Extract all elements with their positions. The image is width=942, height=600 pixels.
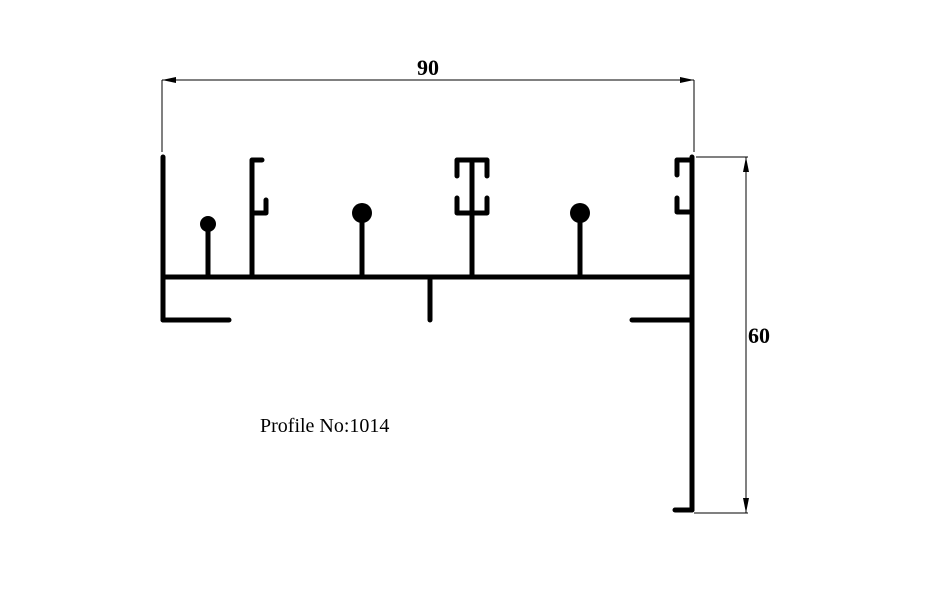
bead-heads <box>200 203 590 232</box>
height-arrow-top <box>743 157 749 172</box>
profile-label: Profile No:1014 <box>260 415 389 437</box>
hook-right-bottom <box>674 195 695 215</box>
hook-right-top <box>674 157 695 178</box>
width-arrow-right <box>680 77 694 83</box>
profile-shape <box>160 154 695 513</box>
bead-head-2 <box>352 203 372 223</box>
hook-center-top-left <box>454 157 475 179</box>
width-dimension: 90 <box>161 55 695 152</box>
width-arrow-left <box>162 77 176 83</box>
bead-head-3 <box>570 203 590 223</box>
hook-center-bottom-right <box>469 195 490 216</box>
height-arrow-bottom <box>743 498 749 513</box>
hook-center-bottom-left <box>454 195 475 216</box>
height-dimension: 60 <box>694 156 770 514</box>
hook-left <box>249 157 269 216</box>
bead-head-1 <box>200 216 216 232</box>
width-dimension-value: 90 <box>417 55 439 80</box>
height-dimension-value: 60 <box>748 323 770 348</box>
hook-center-top-right <box>469 157 490 179</box>
